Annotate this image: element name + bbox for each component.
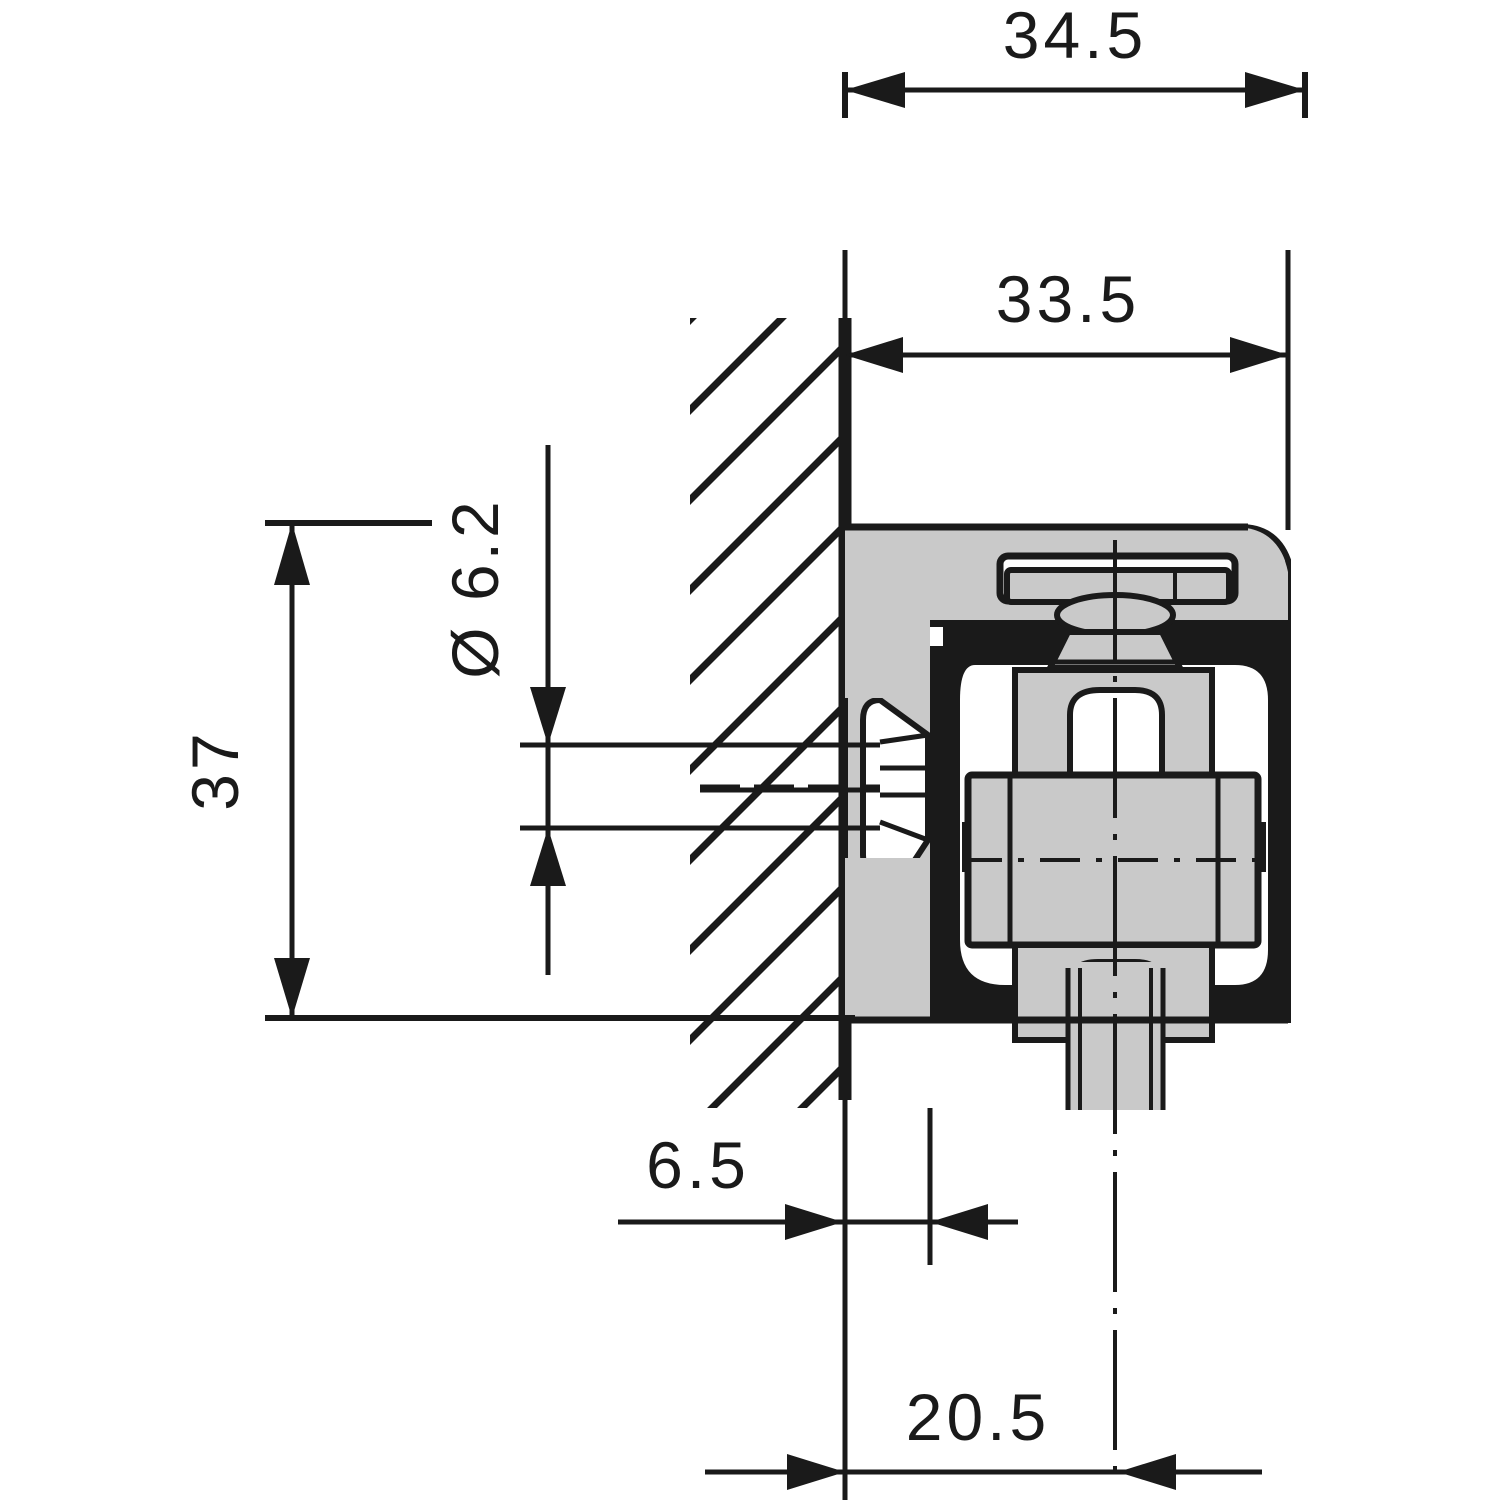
dimension-axis-offset: 20.5 (705, 1150, 1262, 1500)
dim-6-2-arrow-top (530, 687, 566, 745)
profile-web-upper (845, 527, 930, 623)
screw-thread-line-1 (879, 732, 929, 745)
dim-20-5-arrow-left (787, 1454, 845, 1490)
dim-33-5-arrow-right (1230, 337, 1288, 373)
roller-tread-right (1258, 822, 1266, 872)
dimension-overall-width: 34.5 (842, 0, 1308, 118)
screw-thread-line-4 (879, 819, 929, 843)
dim-34-5-arrow-left (845, 72, 905, 108)
dim-20-5-label: 20.5 (906, 1380, 1050, 1454)
profile-web-lower (845, 858, 930, 1020)
dim-37-arrow-top (274, 523, 310, 585)
frame-notch-upper (926, 623, 947, 650)
dimension-wall-offset: 6.5 (618, 1108, 1018, 1265)
dim-6-2-label: Ø 6.2 (438, 497, 512, 678)
wall-hatching (690, 318, 845, 1108)
track-carriage-assembly (700, 523, 1291, 1472)
dimension-bracket-width: 33.5 (845, 250, 1291, 530)
dim-37-arrow-bottom (274, 958, 310, 1018)
dim-37-label: 37 (178, 729, 252, 810)
dim-20-5-arrow-right (1118, 1454, 1176, 1490)
dim-6-5-label: 6.5 (646, 1128, 750, 1202)
axle-pillars (1012, 667, 1215, 793)
dim-34-5-arrow-right (1245, 72, 1305, 108)
roller-tread-left (962, 822, 968, 872)
axle-upper-yoke (1012, 667, 1215, 793)
dimension-bore-diameter: Ø 6.2 (438, 445, 700, 975)
profile-web-mid (845, 623, 930, 698)
dim-34-5-label: 34.5 (1003, 0, 1147, 72)
dimension-overall-height: 37 (178, 520, 855, 1021)
dim-33-5-arrow-left (845, 337, 903, 373)
dim-33-5-label: 33.5 (996, 262, 1140, 336)
dim-6-2-arrow-bottom (530, 828, 566, 886)
dim-6-5-arrow-right (930, 1204, 988, 1240)
track-chamfer (1246, 528, 1288, 640)
dim-6-5-arrow-left (785, 1204, 843, 1240)
